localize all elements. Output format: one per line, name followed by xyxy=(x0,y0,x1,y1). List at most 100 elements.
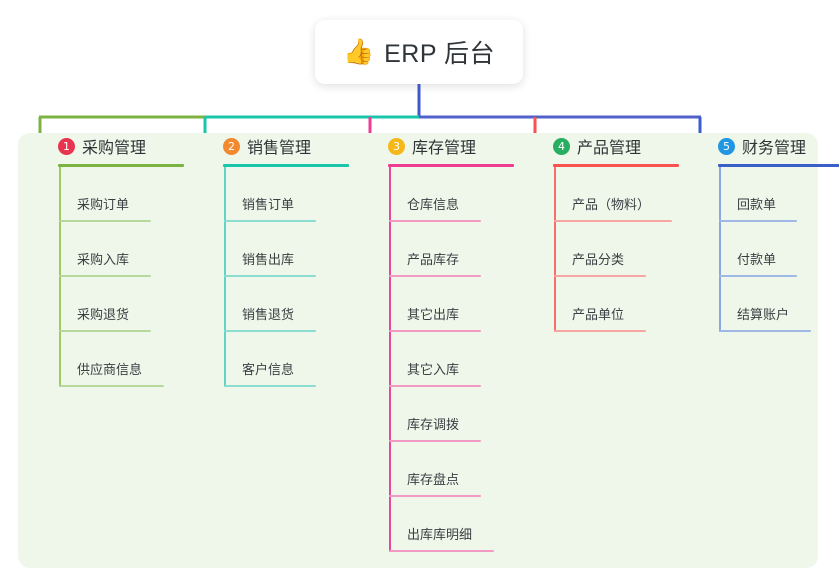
column-title: 采购管理 xyxy=(82,140,147,157)
list-item-rule xyxy=(389,550,494,552)
list-item-rule xyxy=(389,440,481,442)
column-1: 1 采购管理采购订单采购入库采购退货供应商信息 xyxy=(38,133,184,387)
column-header-2[interactable]: 2 销售管理 xyxy=(203,133,349,159)
column-header-rule xyxy=(223,164,349,167)
column-title: 财务管理 xyxy=(742,140,807,157)
list-item-rule xyxy=(59,385,164,387)
column-header-rule xyxy=(718,164,839,167)
column-header-rule xyxy=(58,164,184,167)
list-item-label: 产品分类 xyxy=(572,252,625,267)
list-item-rule xyxy=(719,220,797,222)
list-item[interactable]: 其它出库 xyxy=(368,277,514,332)
column-header-rule xyxy=(388,164,514,167)
list-item-rule xyxy=(719,330,811,332)
list-item-rule xyxy=(389,275,481,277)
column-title: 销售管理 xyxy=(247,140,312,157)
list-item[interactable]: 产品单位 xyxy=(533,277,679,332)
list-item-rule xyxy=(554,275,646,277)
list-item-rule xyxy=(224,220,316,222)
list-item[interactable]: 采购订单 xyxy=(38,167,184,222)
list-item-rule xyxy=(224,385,316,387)
list-item-label: 产品（物料） xyxy=(572,197,651,212)
list-item[interactable]: 结算账户 xyxy=(698,277,839,332)
column-items: 产品（物料） 产品分类产品单位 xyxy=(533,167,679,332)
column-spine xyxy=(389,167,391,552)
column-4: 4 产品管理产品（物料） 产品分类产品单位 xyxy=(533,133,679,332)
list-item[interactable]: 客户信息 xyxy=(203,332,349,387)
column-header-5[interactable]: 5 财务管理 xyxy=(698,133,839,159)
list-item[interactable]: 销售退货 xyxy=(203,277,349,332)
column-5: 5 财务管理回款单付款单结算账户 xyxy=(698,133,839,332)
column-2: 2 销售管理销售订单销售出库销售退货客户信息 xyxy=(203,133,349,387)
list-item[interactable]: 库存调拨 xyxy=(368,387,514,442)
list-item[interactable]: 供应商信息 xyxy=(38,332,184,387)
column-badge-icon: 4 xyxy=(553,137,570,155)
list-item-label: 产品库存 xyxy=(407,252,460,267)
list-item-label: 产品单位 xyxy=(572,307,625,322)
column-spine xyxy=(224,167,226,387)
list-item[interactable]: 付款单 xyxy=(698,222,839,277)
list-item[interactable]: 其它入库 xyxy=(368,332,514,387)
thumbs-up-icon: 👍 xyxy=(342,37,375,66)
list-item-label: 采购入库 xyxy=(77,252,130,267)
list-item[interactable]: 采购退货 xyxy=(38,277,184,332)
list-item-rule xyxy=(224,330,316,332)
list-item-label: 销售订单 xyxy=(242,197,295,212)
list-item-rule xyxy=(554,330,646,332)
list-item-rule xyxy=(59,330,151,332)
column-badge-icon: 3 xyxy=(388,137,405,155)
list-item-label: 销售退货 xyxy=(242,307,295,322)
list-item-rule xyxy=(59,275,151,277)
column-spine xyxy=(554,167,556,332)
list-item-rule xyxy=(389,220,481,222)
list-item[interactable]: 产品库存 xyxy=(368,222,514,277)
list-item[interactable]: 采购入库 xyxy=(38,222,184,277)
column-badge-icon: 2 xyxy=(223,137,240,155)
list-item-label: 付款单 xyxy=(737,252,777,267)
list-item-rule xyxy=(554,220,672,222)
list-item-rule xyxy=(389,330,481,332)
list-item[interactable]: 销售出库 xyxy=(203,222,349,277)
list-item-label: 出库库明细 xyxy=(407,527,473,542)
list-item-label: 结算账户 xyxy=(737,307,790,322)
list-item-rule xyxy=(224,275,316,277)
list-item-label: 采购订单 xyxy=(77,197,130,212)
list-item-rule xyxy=(389,495,481,497)
list-item-label: 库存调拨 xyxy=(407,417,460,432)
list-item-rule xyxy=(719,275,797,277)
column-items: 回款单付款单结算账户 xyxy=(698,167,839,332)
list-item[interactable]: 产品（物料） xyxy=(533,167,679,222)
column-spine xyxy=(719,167,721,332)
list-item-label: 采购退货 xyxy=(77,307,130,322)
list-item-label: 库存盘点 xyxy=(407,472,460,487)
list-item[interactable]: 回款单 xyxy=(698,167,839,222)
list-item[interactable]: 库存盘点 xyxy=(368,442,514,497)
root-title: ERP 后台 xyxy=(384,40,496,68)
column-header-1[interactable]: 1 采购管理 xyxy=(38,133,184,159)
list-item-rule xyxy=(389,385,481,387)
list-item-label: 其它入库 xyxy=(407,362,460,377)
root-node[interactable]: 👍 ERP 后台 xyxy=(315,20,523,84)
list-item-label: 回款单 xyxy=(737,197,777,212)
list-item-rule xyxy=(59,220,151,222)
list-item-label: 销售出库 xyxy=(242,252,295,267)
list-item[interactable]: 出库库明细 xyxy=(368,497,514,552)
list-item[interactable]: 产品分类 xyxy=(533,222,679,277)
list-item-label: 仓库信息 xyxy=(407,197,460,212)
column-items: 仓库信息产品库存其它出库其它入库库存调拨库存盘点出库库明细 xyxy=(368,167,514,552)
list-item[interactable]: 销售订单 xyxy=(203,167,349,222)
list-item-label: 客户信息 xyxy=(242,362,295,377)
diagram-panel: 1 采购管理采购订单采购入库采购退货供应商信息 2 销售管理销售订单销售出库销售退货客… xyxy=(18,133,839,568)
column-spine xyxy=(59,167,61,387)
column-title: 产品管理 xyxy=(577,140,642,157)
column-badge-icon: 5 xyxy=(718,137,735,155)
list-item-label: 其它出库 xyxy=(407,307,460,322)
column-header-rule xyxy=(553,164,679,167)
list-item[interactable]: 仓库信息 xyxy=(368,167,514,222)
column-badge-icon: 1 xyxy=(58,137,75,155)
column-items: 采购订单采购入库采购退货供应商信息 xyxy=(38,167,184,387)
column-header-4[interactable]: 4 产品管理 xyxy=(533,133,679,159)
column-items: 销售订单销售出库销售退货客户信息 xyxy=(203,167,349,387)
